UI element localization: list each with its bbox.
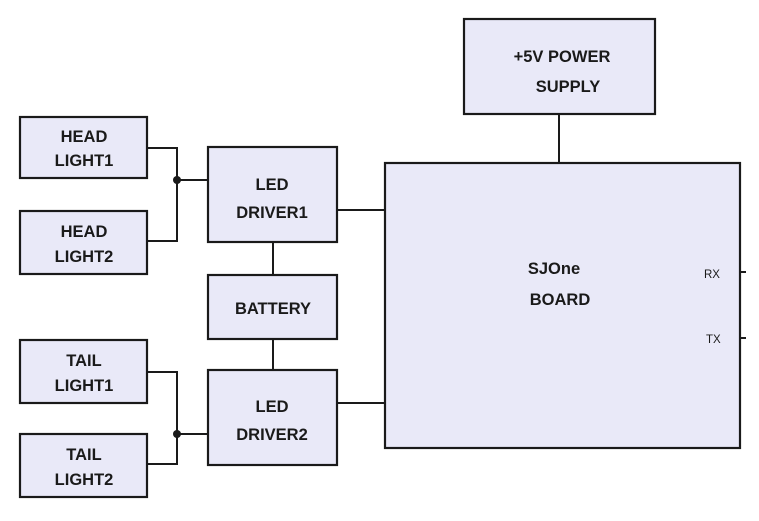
taillight2-label-line2: LIGHT2 [55, 471, 114, 489]
headlight2-block: HEAD LIGHT2 [18, 209, 149, 276]
led-driver2-block: LED DRIVER2 [206, 368, 339, 467]
junction-headlights [173, 176, 181, 184]
battery-label: BATTERY [235, 300, 311, 318]
taillight1-label-line1: TAIL [66, 352, 101, 370]
power-supply-label-line1: +5V POWER [514, 48, 611, 66]
wire-taillight1 [147, 371, 178, 434]
headlight1-label-line2: LIGHT1 [55, 152, 114, 170]
headlight1-block: HEAD LIGHT1 [18, 115, 149, 180]
sjone-board-block: SJOne BOARD RX TX [383, 161, 742, 450]
taillight1-label-line2: LIGHT1 [55, 377, 114, 395]
headlight1-label-line1: HEAD [61, 128, 108, 146]
sjone-board-label-line1: SJOne [528, 260, 580, 278]
led-driver1-block: LED DRIVER1 [206, 145, 339, 244]
led-driver2-label-line2: DRIVER2 [236, 426, 308, 444]
headlight2-label-line2: LIGHT2 [55, 248, 114, 266]
rx-pin-label: RX [704, 269, 720, 281]
tx-pin-label: TX [706, 334, 721, 346]
power-supply-label-line2: SUPPLY [536, 78, 601, 96]
power-supply-block: +5V POWER SUPPLY [462, 17, 657, 116]
led-driver2-label-line1: LED [256, 398, 289, 416]
wire-headlight1 [147, 147, 178, 180]
wire-taillight2 [147, 434, 178, 465]
taillight2-block: TAIL LIGHT2 [18, 432, 149, 499]
taillight1-block: TAIL LIGHT1 [18, 338, 149, 405]
taillight2-label-line1: TAIL [66, 446, 101, 464]
sjone-board-label-line2: BOARD [530, 291, 591, 309]
wire-headlight2 [147, 180, 178, 242]
headlight2-label-line1: HEAD [61, 223, 108, 241]
junction-taillights [173, 430, 181, 438]
led-driver1-label-line2: DRIVER1 [236, 204, 308, 222]
led-driver1-label-line1: LED [256, 176, 289, 194]
battery-block: BATTERY [206, 273, 339, 341]
